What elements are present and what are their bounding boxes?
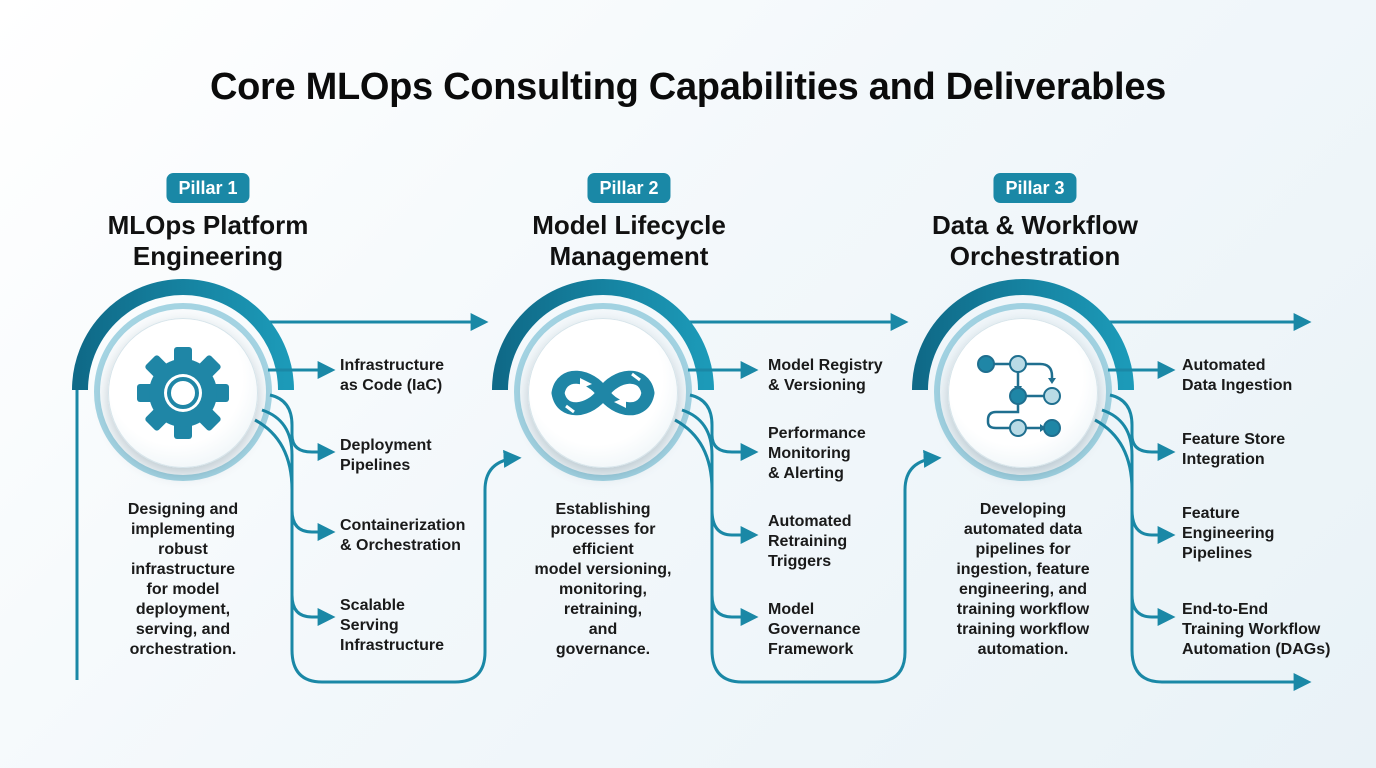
pillar-2-arc	[492, 279, 714, 391]
pillar-3-branches	[1094, 361, 1312, 691]
page-title: Core MLOps Consulting Capabilities and D…	[209, 66, 1166, 108]
pillar-2-branches	[674, 361, 942, 684]
pillar-1-branches	[254, 361, 522, 684]
pillar-3-arc	[912, 279, 1134, 391]
pillar-3-ring	[934, 303, 1112, 481]
pillar-2-ring	[514, 303, 692, 481]
pillar-1-ring	[94, 303, 272, 481]
pillar-1-arc	[72, 279, 294, 391]
